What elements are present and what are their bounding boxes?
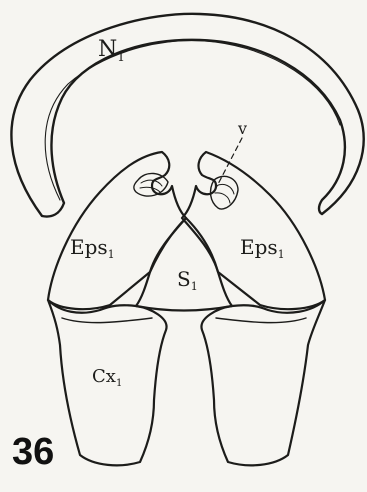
coxa-right — [201, 300, 325, 465]
vein-pointer-line — [216, 138, 242, 188]
episternum-left — [48, 152, 186, 309]
label-notum: N1 — [98, 37, 125, 64]
label-vein: v — [237, 119, 247, 138]
figure-number: 36 — [12, 431, 54, 473]
notum-plate — [11, 14, 363, 217]
sternum-plate — [136, 218, 232, 311]
episternum-right — [182, 152, 325, 309]
label-coxa: Cx1 — [92, 366, 122, 389]
label-episternum-left: Eps1 — [70, 235, 115, 261]
label-episternum-right: Eps1 — [240, 235, 285, 261]
label-sternum: S1 — [177, 267, 198, 293]
